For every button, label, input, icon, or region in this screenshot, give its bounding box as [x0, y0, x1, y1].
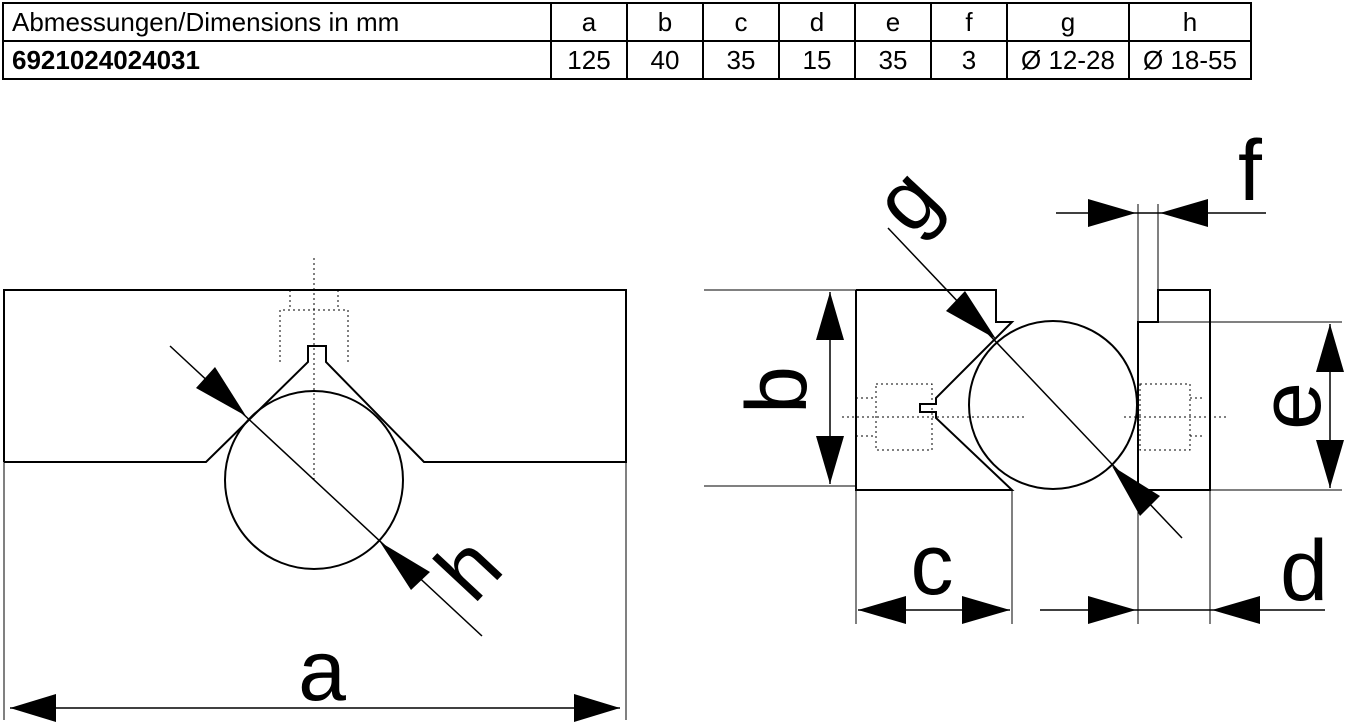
column-header-c: c — [702, 2, 780, 42]
column-header-d: d — [778, 2, 856, 42]
block-outline-front — [3, 289, 627, 463]
value-f: 3 — [930, 40, 1008, 80]
dimensions-table: Abmessungen/Dimensions in mm a b c d e f… — [2, 2, 1252, 80]
arrow-h-upper — [196, 367, 246, 416]
column-header-g: g — [1006, 2, 1130, 42]
arrow-c-right — [962, 596, 1010, 624]
table-header-row: Abmessungen/Dimensions in mm a b c d e f… — [2, 2, 1252, 42]
arrow-b-top — [816, 292, 844, 340]
arrow-h-lower — [380, 542, 430, 590]
column-header-f: f — [930, 2, 1008, 42]
arrowheads-side — [816, 199, 1344, 624]
label-d: d — [1280, 523, 1328, 619]
value-e: 35 — [854, 40, 932, 80]
column-header-a: a — [550, 2, 628, 42]
arrow-a-right — [574, 694, 620, 722]
column-header-e: e — [854, 2, 932, 42]
arrow-g-lower — [1112, 466, 1160, 516]
value-d: 15 — [778, 40, 856, 80]
table-value-row: 6921024024031 125 40 35 15 35 3 Ø 12-28 … — [2, 40, 1252, 80]
label-b: b — [729, 366, 825, 414]
header-label: Abmessungen/Dimensions in mm — [2, 2, 552, 42]
value-c: 35 — [702, 40, 780, 80]
arrow-e-bottom — [1316, 440, 1344, 488]
value-b: 40 — [626, 40, 704, 80]
part-number: 6921024024031 — [2, 40, 552, 80]
hidden-screw-lines-front — [279, 258, 349, 480]
label-a: a — [298, 623, 346, 719]
right-half-outline-side — [1137, 289, 1211, 491]
label-h: h — [417, 518, 520, 618]
arrow-d-left — [1088, 596, 1136, 624]
label-g: g — [855, 150, 958, 250]
arrow-b-bottom — [816, 436, 844, 484]
arrow-e-top — [1316, 324, 1344, 372]
arrow-c-left — [858, 596, 906, 624]
side-view — [704, 204, 1342, 624]
column-header-b: b — [626, 2, 704, 42]
label-c: c — [911, 517, 954, 613]
extension-lines-side — [704, 204, 1342, 624]
pipe-circle-side — [968, 320, 1138, 490]
arrow-a-left — [10, 694, 56, 722]
arrow-d-right — [1212, 596, 1260, 624]
label-f: f — [1238, 123, 1263, 219]
arrowheads-front — [10, 367, 620, 722]
arrow-f-left — [1088, 199, 1136, 227]
column-header-h: h — [1128, 2, 1252, 42]
pipe-circle-front — [224, 390, 404, 570]
value-h: Ø 18-55 — [1128, 40, 1252, 80]
arrow-f-right — [1160, 199, 1208, 227]
label-e: e — [1243, 382, 1339, 430]
value-g: Ø 12-28 — [1006, 40, 1130, 80]
value-a: 125 — [550, 40, 628, 80]
arrow-g-upper — [946, 291, 996, 339]
hidden-screw-lines-side — [842, 383, 1228, 451]
